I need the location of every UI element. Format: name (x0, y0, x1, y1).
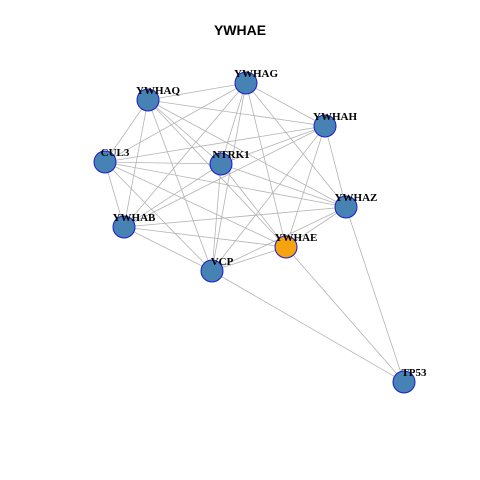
edge-ywhag-ywhae (245, 82, 287, 248)
node-ywhaq (136, 88, 160, 112)
node-cul3 (93, 150, 117, 174)
edge-cul3-ywhaz (104, 161, 347, 208)
edge-ywhaz-tp53 (345, 206, 405, 383)
edge-ntrk1-ywhaz (220, 163, 347, 208)
edge-ntrk1-ywhab (123, 163, 222, 228)
edge-ywhag-ywhah (245, 82, 326, 127)
edge-ywhag-cul3 (104, 82, 247, 163)
edge-cul3-ywhae (104, 161, 287, 248)
node-ywhae (274, 235, 298, 259)
node-ywhaz (334, 195, 358, 219)
edge-ywhae-vcp (211, 246, 287, 272)
edges-layer (104, 82, 405, 383)
edge-ywhah-ywhaz (324, 125, 347, 208)
edge-ywhaq-ywhaz (147, 99, 347, 208)
node-label-ywhab: YWHAB (113, 212, 156, 224)
edge-ywhaq-ywhag (147, 82, 247, 101)
edge-ywhah-ywhab (123, 125, 326, 228)
edge-ywhaz-ywhae (285, 206, 347, 248)
edge-cul3-vcp (104, 161, 213, 272)
node-label-ywhah: YWHAH (313, 111, 357, 123)
edge-ntrk1-ywhae (220, 163, 287, 248)
node-label-ntrk1: NTRK1 (212, 149, 249, 161)
edge-ywhab-ywhae (123, 226, 287, 248)
edge-ywhab-vcp (123, 226, 213, 272)
nodes-layer (93, 71, 416, 394)
edge-ntrk1-vcp (211, 163, 222, 272)
edge-ywhag-ywhab (123, 82, 247, 228)
edge-ywhaq-ntrk1 (147, 99, 222, 165)
node-vcp (200, 259, 224, 283)
node-ywhag (234, 71, 258, 95)
node-label-tp53: TP53 (401, 367, 427, 379)
node-ywhah (313, 114, 337, 138)
node-label-ywhaq: YWHAQ (136, 85, 180, 97)
edge-ywhah-vcp (211, 125, 326, 272)
edge-ywhaz-ywhab (123, 206, 347, 228)
node-label-ywhag: YWHAG (234, 68, 278, 80)
edge-ywhah-ntrk1 (220, 125, 326, 165)
edge-vcp-tp53 (211, 270, 405, 383)
figure-title: YWHAE (213, 22, 267, 38)
edge-ywhag-vcp (211, 82, 247, 272)
edge-ywhaq-ywhab (123, 99, 149, 228)
node-label-cul3: CUL3 (101, 147, 130, 159)
edge-ywhah-ywhae (285, 125, 326, 248)
node-ntrk1 (209, 152, 233, 176)
edge-ywhaq-vcp (147, 99, 213, 272)
node-ywhab (112, 215, 136, 239)
edge-ywhaq-cul3 (104, 99, 149, 163)
node-label-ywhaz: YWHAZ (335, 192, 378, 204)
edge-ywhag-ntrk1 (220, 82, 247, 165)
node-label-vcp: VCP (211, 256, 234, 268)
edge-cul3-ntrk1 (104, 161, 222, 165)
node-label-ywhae: YWHAE (275, 232, 318, 244)
edge-ywhag-ywhaz (245, 82, 347, 208)
edge-ywhah-cul3 (104, 125, 326, 163)
edge-ywhae-tp53 (285, 246, 405, 383)
node-tp53 (392, 370, 416, 394)
